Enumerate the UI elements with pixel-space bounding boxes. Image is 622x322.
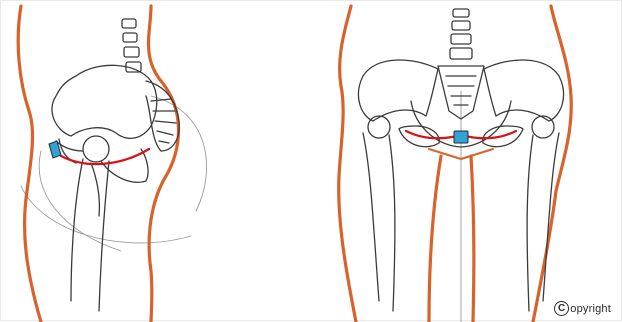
- copyright-text: opyright: [570, 303, 611, 315]
- left-femoral-head: [368, 116, 390, 138]
- left-iliac-wing: [358, 60, 438, 121]
- pelvis-side-drawing: [1, 1, 301, 322]
- pelvis-side-view: [1, 1, 301, 322]
- ilium-outline: [52, 65, 157, 138]
- right-iliac-wing: [484, 60, 564, 121]
- right-body-contour: [533, 6, 571, 322]
- back-contour: [149, 6, 179, 322]
- pelvis-front-drawing: [301, 1, 622, 322]
- lumbar-spine: [122, 19, 179, 151]
- inner-left-leg-contour: [429, 156, 441, 322]
- right-femoral-head: [532, 116, 554, 138]
- left-femur: [363, 133, 395, 311]
- femoral-head: [83, 136, 109, 162]
- left-body-contour: [339, 6, 356, 322]
- copyright-watermark: C opyright: [554, 301, 611, 316]
- right-femur: [527, 133, 559, 311]
- front-contour: [18, 6, 41, 322]
- inner-right-leg-contour: [471, 156, 474, 322]
- pelvis-front-view: [301, 1, 622, 322]
- femur-shaft: [71, 159, 109, 311]
- inguinal-ligament: [61, 149, 149, 164]
- lumbar-spine-front: [450, 9, 472, 59]
- pubic-symphysis-front: [454, 131, 468, 143]
- copyright-symbol: C: [554, 301, 569, 316]
